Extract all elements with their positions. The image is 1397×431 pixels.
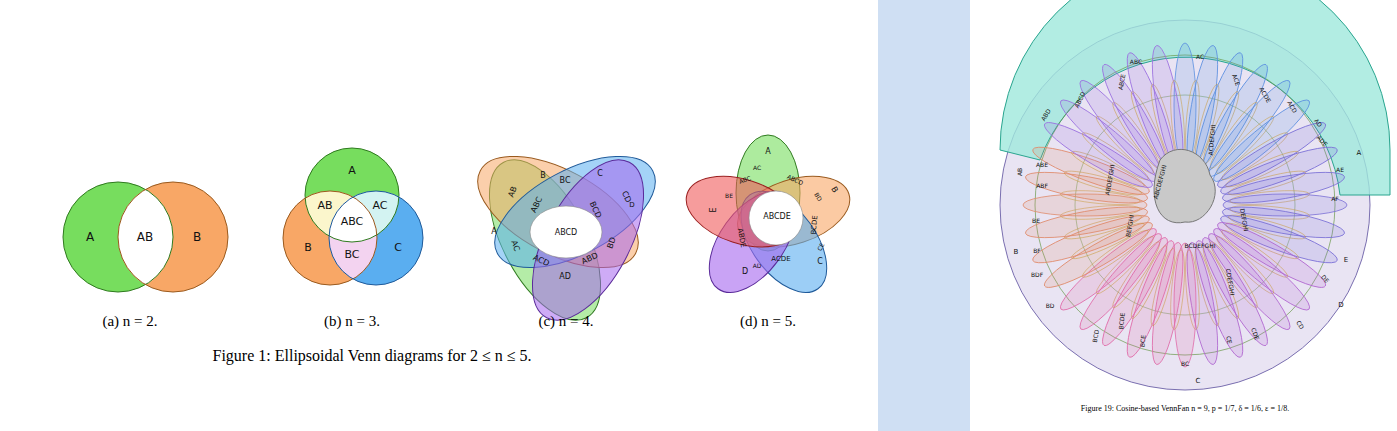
region-label: BC — [560, 177, 571, 185]
region-label: A — [86, 231, 94, 243]
region-label: C — [1196, 378, 1201, 385]
region-label: CE — [1225, 336, 1232, 345]
venn-n5 — [677, 135, 858, 308]
region-label: ABE — [1036, 162, 1048, 168]
region-label: B — [540, 172, 546, 180]
region-label: ABCDE — [763, 213, 791, 221]
region-label: BDF — [1031, 272, 1043, 278]
region-label: BC — [344, 249, 359, 260]
region-label: ABCD — [555, 229, 578, 237]
venn-n2 — [63, 182, 228, 292]
region-label: BCDEFGHI — [1185, 243, 1216, 249]
figure-caption: (d) n = 5. — [740, 314, 796, 329]
region-label: A — [1357, 150, 1362, 157]
figure-caption: (c) n = 4. — [538, 314, 593, 329]
region-label: ABC — [341, 216, 364, 227]
venn-n3 — [283, 148, 423, 285]
figure-caption: (b) n = 3. — [324, 314, 380, 329]
region-label: AE — [1336, 167, 1344, 173]
region-label: E — [710, 207, 718, 212]
separator-band — [878, 0, 970, 431]
region-label: AB — [317, 200, 332, 211]
region-label: D — [742, 268, 748, 276]
region-label: AC — [1196, 54, 1204, 60]
region-label: BE — [725, 193, 733, 199]
region-label: BF — [1033, 248, 1041, 254]
region-label: AF — [1331, 196, 1339, 202]
region-label: D — [1338, 302, 1343, 309]
region-label: AB — [137, 231, 153, 243]
figure-caption: Figure 19: Cosine-based VennFan n = 9, p… — [1081, 405, 1289, 413]
region-label: B — [304, 242, 312, 253]
region-label: A — [491, 228, 496, 236]
region-label: BC — [1181, 361, 1189, 367]
region-label: BCE — [1139, 335, 1146, 347]
region-label: B — [1014, 249, 1019, 256]
region-label: AC — [372, 200, 387, 211]
region-label: D — [629, 202, 634, 209]
region-label: BE — [1032, 218, 1040, 224]
region-label: B — [193, 231, 201, 243]
region-label: E — [1344, 257, 1348, 264]
region-label: C — [817, 258, 823, 266]
region-label: BD — [1046, 303, 1055, 309]
region-label: C — [597, 170, 603, 178]
figure-caption: (a) n = 2. — [102, 314, 157, 329]
region-label: AD — [753, 263, 762, 269]
region-label: AC — [753, 165, 761, 171]
region-label: ABC — [1130, 59, 1142, 65]
region-label: ACDE — [771, 256, 790, 263]
region-label: ABF — [1036, 183, 1048, 189]
fan-subpetal — [1168, 80, 1187, 161]
region-label: AD — [559, 273, 571, 281]
region-label: A — [348, 165, 356, 176]
region-label: A — [765, 148, 770, 156]
region-label: AB — [1017, 168, 1023, 176]
region-label: C — [394, 242, 402, 253]
vennfan-n9 — [1000, 0, 1390, 390]
venn-n4 — [461, 134, 673, 338]
figure-caption: Figure 1: Ellipsoidal Venn diagrams for … — [212, 348, 531, 364]
